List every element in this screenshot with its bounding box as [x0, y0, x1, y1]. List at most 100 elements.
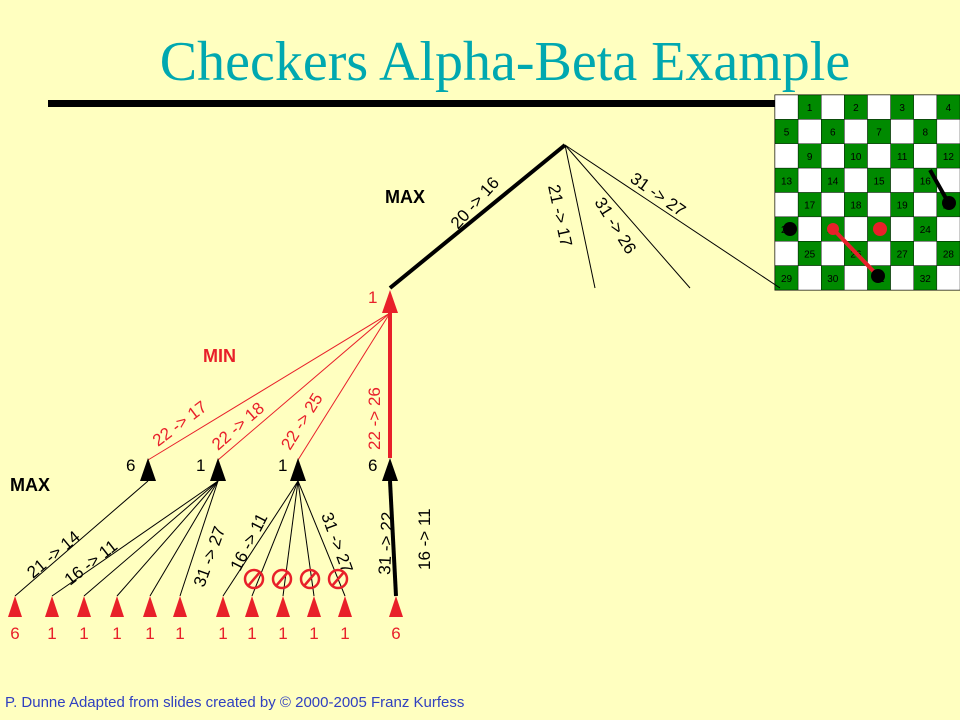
board-square-light — [913, 192, 938, 218]
board-square-light — [844, 167, 868, 193]
board-square-number: 4 — [946, 103, 952, 114]
max-node-value: 1 — [196, 456, 205, 475]
board-square-number: 32 — [920, 274, 932, 285]
leaf-value: 1 — [278, 624, 287, 643]
board-square-light — [821, 143, 845, 169]
leaf-value: 1 — [79, 624, 88, 643]
leaf-node — [216, 596, 230, 617]
board-square-light — [797, 216, 822, 242]
board-square-light — [936, 119, 960, 144]
leaf-value: 1 — [309, 624, 318, 643]
board-square-number: 1 — [807, 103, 813, 114]
edge-label: 21 -> 17 — [544, 183, 576, 248]
board-square-light — [890, 167, 914, 193]
min-node-value: 1 — [368, 288, 377, 307]
edge-label: 31 -> 27 — [190, 524, 229, 590]
board-square-light — [774, 241, 799, 266]
board-square-light — [844, 216, 868, 242]
board-square-number: 16 — [920, 176, 932, 187]
board-square-number: 8 — [923, 128, 929, 139]
min-edge — [147, 312, 391, 461]
board-square-number: 11 — [897, 152, 908, 163]
edge-label: 22 -> 25 — [277, 390, 326, 453]
leaf-value: 6 — [391, 624, 400, 643]
board-square-light — [936, 216, 960, 242]
board-square-number: 14 — [827, 176, 839, 187]
checkers-board: 1234567891011121314151617181920212223242… — [774, 94, 960, 291]
edge-label: 31 -> 27 — [627, 169, 689, 221]
pruned-icon — [243, 568, 265, 590]
min-edge — [217, 312, 391, 461]
board-square-number: 3 — [899, 103, 905, 114]
leaf-value: 1 — [340, 624, 349, 643]
board-square-number: 17 — [804, 201, 816, 212]
level-label-root: MAX — [385, 187, 425, 207]
board-square-number: 25 — [804, 249, 816, 260]
pruned-icon — [271, 568, 293, 590]
edge-label: 22 -> 26 — [365, 387, 384, 450]
black-piece — [871, 269, 885, 283]
leaf-node — [110, 596, 124, 617]
board-square-light — [890, 216, 914, 242]
leaf-node — [143, 596, 157, 617]
board-square-number: 30 — [827, 274, 839, 285]
max-node-value: 6 — [126, 456, 135, 475]
footer-credit: P. Dunne Adapted from slides created by … — [5, 694, 465, 711]
leaf-node — [338, 596, 352, 617]
board-square-light — [867, 192, 891, 218]
board-square-number: 12 — [943, 152, 955, 163]
leaf-node — [245, 596, 259, 617]
max-node — [290, 458, 306, 481]
leaf-node — [8, 596, 22, 617]
board-square-light — [821, 241, 845, 266]
red-piece — [827, 223, 839, 235]
leaf-value: 6 — [10, 624, 19, 643]
board-square-number: 13 — [781, 176, 793, 187]
pruned-markers — [243, 568, 349, 590]
leaf-value: 1 — [247, 624, 256, 643]
pruned-icon — [327, 568, 349, 590]
edge-label: 16 -> 11 — [415, 508, 434, 570]
leaf-node — [307, 596, 321, 617]
board-square-light — [774, 143, 799, 169]
board-square-number: 28 — [943, 249, 955, 260]
max-node — [382, 458, 398, 481]
black-piece — [942, 196, 956, 210]
leaf-node — [276, 596, 290, 617]
leaf-value: 1 — [47, 624, 56, 643]
board-square-number: 19 — [897, 201, 909, 212]
edge-label: 22 -> 17 — [149, 397, 211, 450]
board-square-number: 2 — [853, 103, 859, 114]
board-square-light — [913, 94, 938, 120]
board-square-number: 7 — [876, 128, 882, 139]
leaf-value: 1 — [112, 624, 121, 643]
board-square-light — [774, 94, 799, 120]
leaf-node — [173, 596, 187, 617]
leaf-node — [389, 596, 403, 617]
leaf-value: 1 — [175, 624, 184, 643]
edge-label: 31 -> 22 — [375, 511, 397, 575]
board-square-light — [913, 143, 938, 169]
leaf-node — [77, 596, 91, 617]
board-move-line — [928, 169, 950, 203]
board-square-light — [913, 241, 938, 266]
board-square-number: 29 — [781, 274, 793, 285]
board-square-light — [936, 265, 960, 291]
level-label-bottom: MAX — [10, 475, 50, 495]
root-edge — [564, 144, 691, 289]
board-square-light — [890, 119, 914, 144]
board-square-light — [821, 192, 845, 218]
board-square-light — [797, 119, 822, 144]
max-node — [210, 458, 226, 481]
board-square-light — [797, 167, 822, 193]
leaf-edges — [14, 480, 398, 597]
max-node-value: 6 — [368, 456, 377, 475]
board-square-number: 6 — [830, 128, 836, 139]
edge-label: 31 -> 26 — [591, 194, 640, 257]
leaf-value: 1 — [218, 624, 227, 643]
edge-label: 22 -> 18 — [208, 398, 268, 454]
board-square-number: 9 — [807, 152, 813, 163]
board-square-light — [867, 143, 891, 169]
board-square-number: 5 — [784, 128, 790, 139]
